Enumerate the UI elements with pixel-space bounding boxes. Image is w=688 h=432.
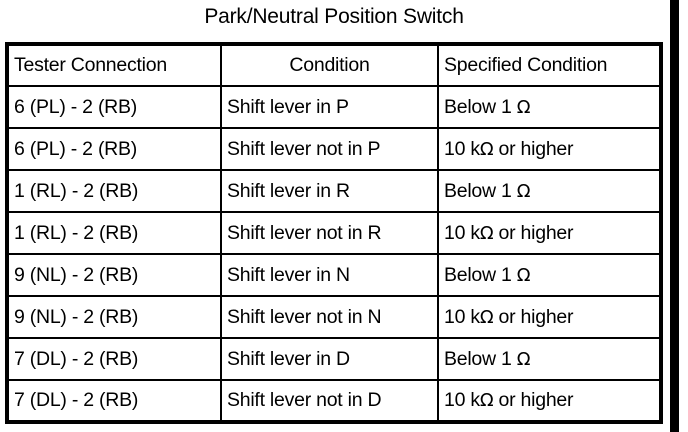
specification-table: Tester Connection Condition Specified Co… bbox=[5, 42, 663, 424]
ohm-symbol: Ω bbox=[516, 348, 531, 370]
table-header-row: Tester Connection Condition Specified Co… bbox=[6, 43, 662, 87]
cell-tester-connection: 6 (PL) - 2 (RB) bbox=[6, 85, 222, 129]
cell-tester-connection: 9 (NL) - 2 (RB) bbox=[6, 295, 222, 339]
cell-condition: Shift lever not in R bbox=[220, 211, 439, 255]
column-header-tester-connection: Tester Connection bbox=[6, 43, 222, 87]
cell-specified-condition: 10 kΩ or higher bbox=[437, 379, 662, 423]
page-edge-artifact-bar bbox=[670, 0, 679, 432]
cell-specified-condition: 10 kΩ or higher bbox=[437, 295, 662, 339]
cell-condition: Shift lever not in P bbox=[220, 127, 439, 171]
cell-specified-condition: Below 1 Ω bbox=[437, 337, 662, 381]
cell-specified-condition: 10 kΩ or higher bbox=[437, 211, 662, 255]
cell-specified-condition: 10 kΩ or higher bbox=[437, 127, 662, 171]
ohm-symbol: Ω bbox=[516, 180, 531, 202]
page-title: Park/Neutral Position Switch bbox=[204, 5, 464, 28]
cell-condition: Shift lever not in N bbox=[220, 295, 439, 339]
cell-specified-condition: Below 1 Ω bbox=[437, 169, 662, 213]
cell-condition: Shift lever not in D bbox=[220, 379, 439, 423]
cell-tester-connection: 9 (NL) - 2 (RB) bbox=[6, 253, 222, 297]
cell-tester-connection: 7 (DL) - 2 (RB) bbox=[6, 337, 222, 381]
cell-condition: Shift lever in P bbox=[220, 85, 439, 129]
column-header-condition: Condition bbox=[220, 43, 439, 87]
ohm-symbol: Ω bbox=[516, 264, 531, 286]
cell-condition: Shift lever in D bbox=[220, 337, 439, 381]
column-header-specified-condition: Specified Condition bbox=[437, 43, 662, 87]
cell-condition: Shift lever in R bbox=[220, 169, 439, 213]
cell-tester-connection: 6 (PL) - 2 (RB) bbox=[6, 127, 222, 171]
ohm-symbol: Ω bbox=[479, 222, 494, 244]
cell-tester-connection: 7 (DL) - 2 (RB) bbox=[6, 379, 222, 423]
cell-specified-condition: Below 1 Ω bbox=[437, 85, 662, 129]
cell-tester-connection: 1 (RL) - 2 (RB) bbox=[6, 169, 222, 213]
ohm-symbol: Ω bbox=[479, 138, 494, 160]
cell-condition: Shift lever in N bbox=[220, 253, 439, 297]
cell-tester-connection: 1 (RL) - 2 (RB) bbox=[6, 211, 222, 255]
ohm-symbol: Ω bbox=[516, 96, 531, 118]
cell-specified-condition: Below 1 Ω bbox=[437, 253, 662, 297]
ohm-symbol: Ω bbox=[479, 390, 494, 411]
ohm-symbol: Ω bbox=[479, 306, 494, 328]
